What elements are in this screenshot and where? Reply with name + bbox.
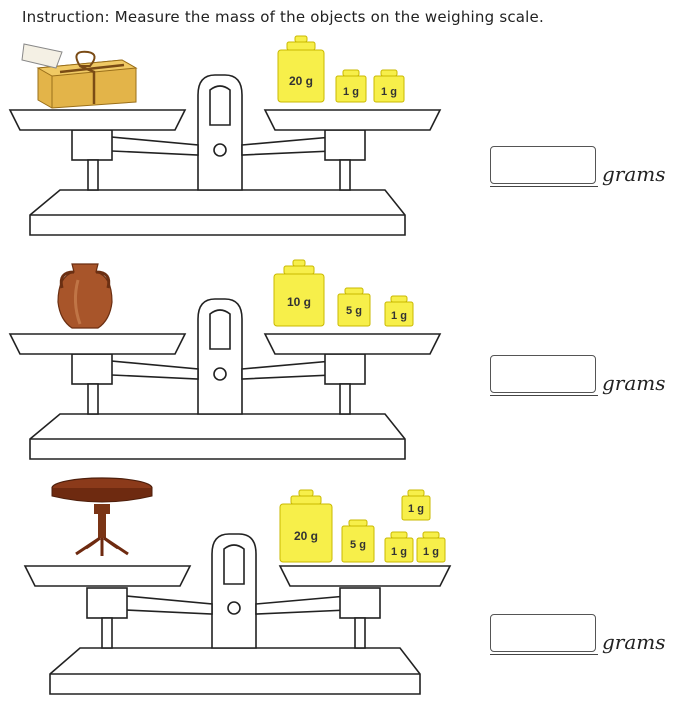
weighing-scale-2: 10 g 5 g 1 g xyxy=(0,254,470,494)
weight-label: 10 g xyxy=(287,295,311,309)
answer-input-2[interactable] xyxy=(490,355,596,393)
answer-row-1: grams xyxy=(490,146,680,196)
weight-label: 1 g xyxy=(408,503,424,515)
answer-row-2: grams xyxy=(490,355,680,405)
weight-label: 5 g xyxy=(346,305,362,317)
answer-input-3[interactable] xyxy=(490,614,596,652)
weight-label: 20 g xyxy=(294,529,318,543)
answer-underline xyxy=(490,395,598,396)
instruction-text: Instruction: Measure the mass of the obj… xyxy=(22,8,544,26)
weight-label: 1 g xyxy=(343,86,359,98)
weight-label: 1 g xyxy=(391,310,407,322)
answer-row-3: grams xyxy=(490,614,680,664)
table-icon xyxy=(51,477,153,556)
weight-label: 20 g xyxy=(289,74,313,88)
weight-label: 1 g xyxy=(381,86,397,98)
weight-label: 5 g xyxy=(350,539,366,551)
parcel-icon xyxy=(21,43,138,109)
vase-icon xyxy=(57,263,113,329)
unit-label: grams xyxy=(602,371,666,395)
answer-input-1[interactable] xyxy=(490,146,596,184)
unit-label: grams xyxy=(602,162,666,186)
weighing-scale-1: 20 g 1 g 1 g xyxy=(0,30,470,270)
weighing-scale-3: 20 g 5 g 1 g 1 g 1 g xyxy=(0,474,470,714)
unit-label: grams xyxy=(602,630,666,654)
answer-underline xyxy=(490,186,598,187)
weight-label: 1 g xyxy=(391,546,407,558)
answer-underline xyxy=(490,654,598,655)
weight-label: 1 g xyxy=(423,546,439,558)
